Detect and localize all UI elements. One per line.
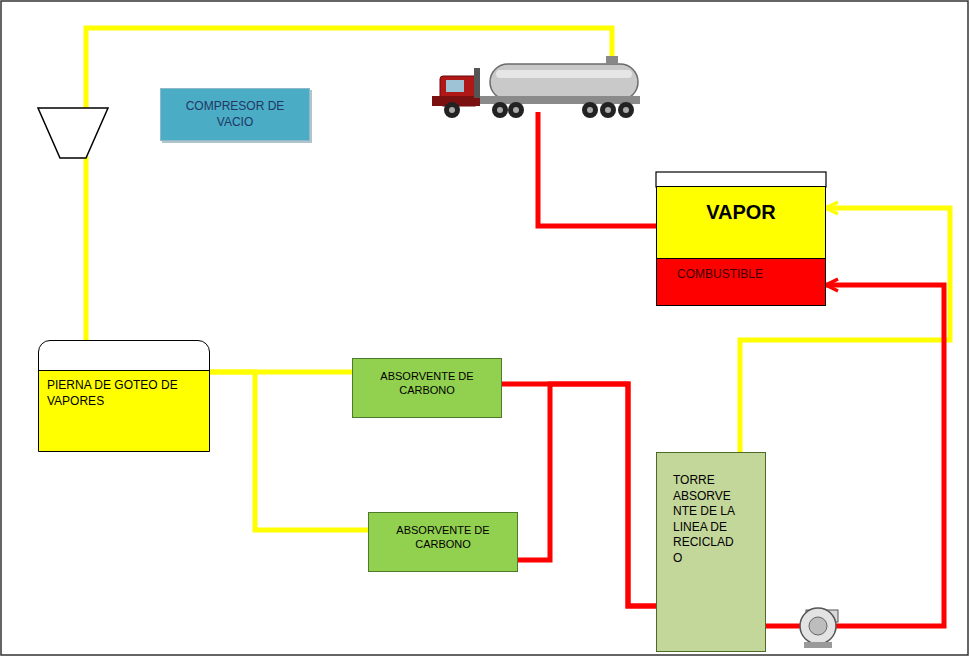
drip-leg-tank: PIERNA DE GOTEO DE VAPORES xyxy=(38,340,210,452)
flow-line xyxy=(210,372,368,530)
fuel-band: COMBUSTIBLE xyxy=(656,258,826,306)
pump-symbol xyxy=(800,608,838,648)
node-text: PIERNA DE GOTEO DE VAPORES xyxy=(47,377,187,409)
vapor-line xyxy=(84,156,89,342)
node-text: TORRE ABSORVENTE DE LA LINEA DE RECICLAD… xyxy=(673,473,735,567)
tanker-truck xyxy=(432,56,640,118)
recycle-absorber-tower: TORRE ABSORVENTE DE LA LINEA DE RECICLAD… xyxy=(656,452,766,652)
flow-line xyxy=(518,384,656,606)
carbon-absorber: ABSORVENTE DE CARBONO xyxy=(352,358,502,418)
vapor-band: VAPOR xyxy=(656,186,826,258)
tank-rim xyxy=(656,172,826,187)
node-text: VAPOR xyxy=(663,201,819,224)
flow-line xyxy=(766,285,944,626)
carbon-absorber: ABSORVENTE DE CARBONO xyxy=(368,512,518,572)
node-text: COMPRESOR DE VACIO xyxy=(183,99,287,130)
compressor-symbol xyxy=(38,108,108,158)
label-box: COMPRESOR DE VACIO xyxy=(160,88,310,141)
flow-line xyxy=(502,384,656,606)
node-text: ABSORVENTE DE CARBONO xyxy=(388,523,498,561)
node-text: COMBUSTIBLE xyxy=(677,267,819,281)
node-text: ABSORVENTE DE CARBONO xyxy=(372,369,482,407)
fuel-line xyxy=(538,112,656,226)
